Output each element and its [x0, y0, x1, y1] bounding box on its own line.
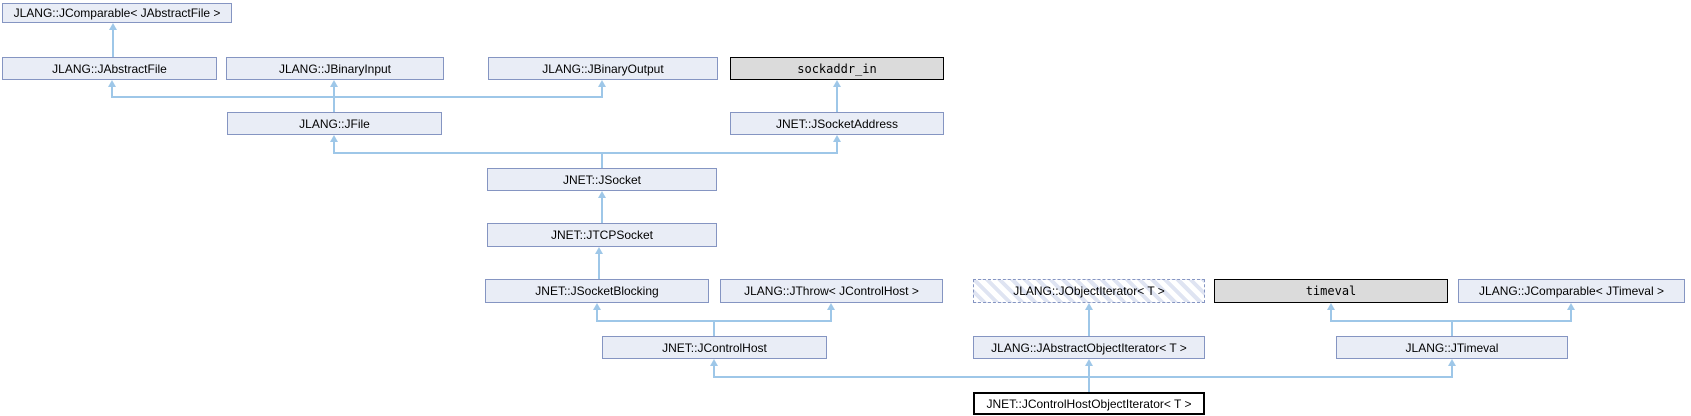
inheritance-edge	[334, 152, 837, 154]
inheritance-edge	[111, 85, 113, 98]
inheritance-arrowhead	[827, 303, 835, 310]
inheritance-edge	[601, 196, 603, 223]
inheritance-arrowhead	[598, 191, 606, 198]
class-name: JLANG::JAbstractObjectIterator< T >	[991, 340, 1187, 355]
class-name: JNET::JSocketAddress	[775, 116, 899, 131]
class-name: JNET::JControlHostObjectIterator< T >	[986, 396, 1192, 411]
class-name: JLANG::JTimeval	[1405, 340, 1499, 355]
inheritance-edge	[601, 85, 603, 98]
class-name: JNET::JSocketBlocking	[535, 284, 659, 298]
node-jlang-jbinaryinput[interactable]: JLANG::JBinaryInput	[226, 57, 444, 80]
class-name: JLANG::JComparable< JTimeval >	[1479, 284, 1664, 298]
inheritance-arrowhead	[598, 80, 606, 87]
node-jnet-jsocketblocking[interactable]: JNET::JSocketBlocking	[485, 279, 709, 303]
node-jnet-jcontrolhostobjectiterator-t[interactable]: JNET::JControlHostObjectIterator< T >	[973, 392, 1205, 415]
inheritance-edge	[713, 364, 715, 378]
inheritance-edge	[1088, 364, 1090, 378]
inheritance-arrowhead	[833, 135, 841, 142]
node-jnet-jtcpsocket[interactable]: JNET::JTCPSocket	[487, 223, 717, 247]
node-jlang-jobjectiterator-t[interactable]: JLANG::JObjectIterator< T >	[973, 279, 1205, 303]
node-jnet-jsocketaddress[interactable]: JNET::JSocketAddress	[730, 112, 944, 135]
class-name: JNET::JControlHost	[662, 340, 767, 355]
inheritance-arrowhead	[330, 80, 338, 87]
inheritance-arrowhead	[833, 80, 841, 87]
inheritance-edge	[1451, 320, 1453, 336]
inheritance-edge	[596, 308, 598, 322]
inheritance-edge	[112, 28, 114, 57]
node-jlang-jbinaryoutput[interactable]: JLANG::JBinaryOutput	[488, 57, 718, 80]
inheritance-edge	[1088, 376, 1090, 392]
inheritance-edge	[598, 252, 600, 279]
inheritance-arrowhead	[1448, 359, 1456, 366]
inheritance-arrowhead	[1085, 303, 1093, 310]
node-jnet-jcontrolhost[interactable]: JNET::JControlHost	[602, 336, 827, 359]
inheritance-edge	[1570, 308, 1572, 322]
inheritance-arrowhead	[1567, 303, 1575, 310]
inheritance-edge	[1451, 364, 1453, 378]
node-jlang-jcomparable-jtimeval[interactable]: JLANG::JComparable< JTimeval >	[1458, 279, 1685, 303]
inheritance-edge	[112, 96, 602, 98]
class-name: JLANG::JComparable< JAbstractFile >	[13, 6, 221, 20]
inheritance-edge	[1088, 308, 1090, 336]
node-jlang-jcomparable-jabstractfile[interactable]: JLANG::JComparable< JAbstractFile >	[2, 3, 232, 23]
class-name: sockaddr_in	[797, 61, 877, 76]
class-name: JLANG::JFile	[299, 116, 370, 131]
class-name: timeval	[1305, 284, 1357, 298]
inheritance-edge	[1330, 308, 1332, 322]
class-name: JNET::JTCPSocket	[550, 228, 654, 242]
inheritance-arrowhead	[108, 80, 116, 87]
inheritance-edge	[714, 376, 1452, 378]
inheritance-arrowhead	[593, 303, 601, 310]
node-jlang-jthrow-jcontrolhost[interactable]: JLANG::JThrow< JControlHost >	[720, 279, 943, 303]
inheritance-arrowhead	[710, 359, 718, 366]
class-name: JLANG::JBinaryOutput	[542, 61, 664, 76]
node-sockaddr-in[interactable]: sockaddr_in	[730, 57, 944, 80]
inheritance-arrowhead	[330, 135, 338, 142]
inheritance-edge	[333, 140, 335, 154]
class-name: JLANG::JBinaryInput	[278, 61, 392, 76]
inheritance-edge	[836, 85, 838, 112]
node-timeval[interactable]: timeval	[1214, 279, 1448, 303]
inheritance-edge	[601, 152, 603, 168]
node-jlang-jtimeval[interactable]: JLANG::JTimeval	[1336, 336, 1568, 359]
node-jlang-jabstractfile[interactable]: JLANG::JAbstractFile	[2, 57, 217, 80]
inheritance-edge	[333, 85, 335, 112]
inheritance-edge	[713, 320, 715, 336]
inheritance-arrowhead	[109, 23, 117, 30]
inheritance-edge	[830, 308, 832, 322]
class-name: JLANG::JThrow< JControlHost >	[744, 284, 919, 298]
class-name: JNET::JSocket	[562, 172, 642, 187]
node-jnet-jsocket[interactable]: JNET::JSocket	[487, 168, 717, 191]
inheritance-arrowhead	[1327, 303, 1335, 310]
inheritance-arrowhead	[595, 247, 603, 254]
class-name: JLANG::JAbstractFile	[52, 61, 167, 76]
node-jlang-jabstractobjectiterator-t[interactable]: JLANG::JAbstractObjectIterator< T >	[973, 336, 1205, 359]
node-jlang-jfile[interactable]: JLANG::JFile	[227, 112, 442, 135]
inheritance-arrowhead	[1085, 359, 1093, 366]
inheritance-edge	[836, 140, 838, 154]
class-name: JLANG::JObjectIterator< T >	[1013, 284, 1165, 298]
